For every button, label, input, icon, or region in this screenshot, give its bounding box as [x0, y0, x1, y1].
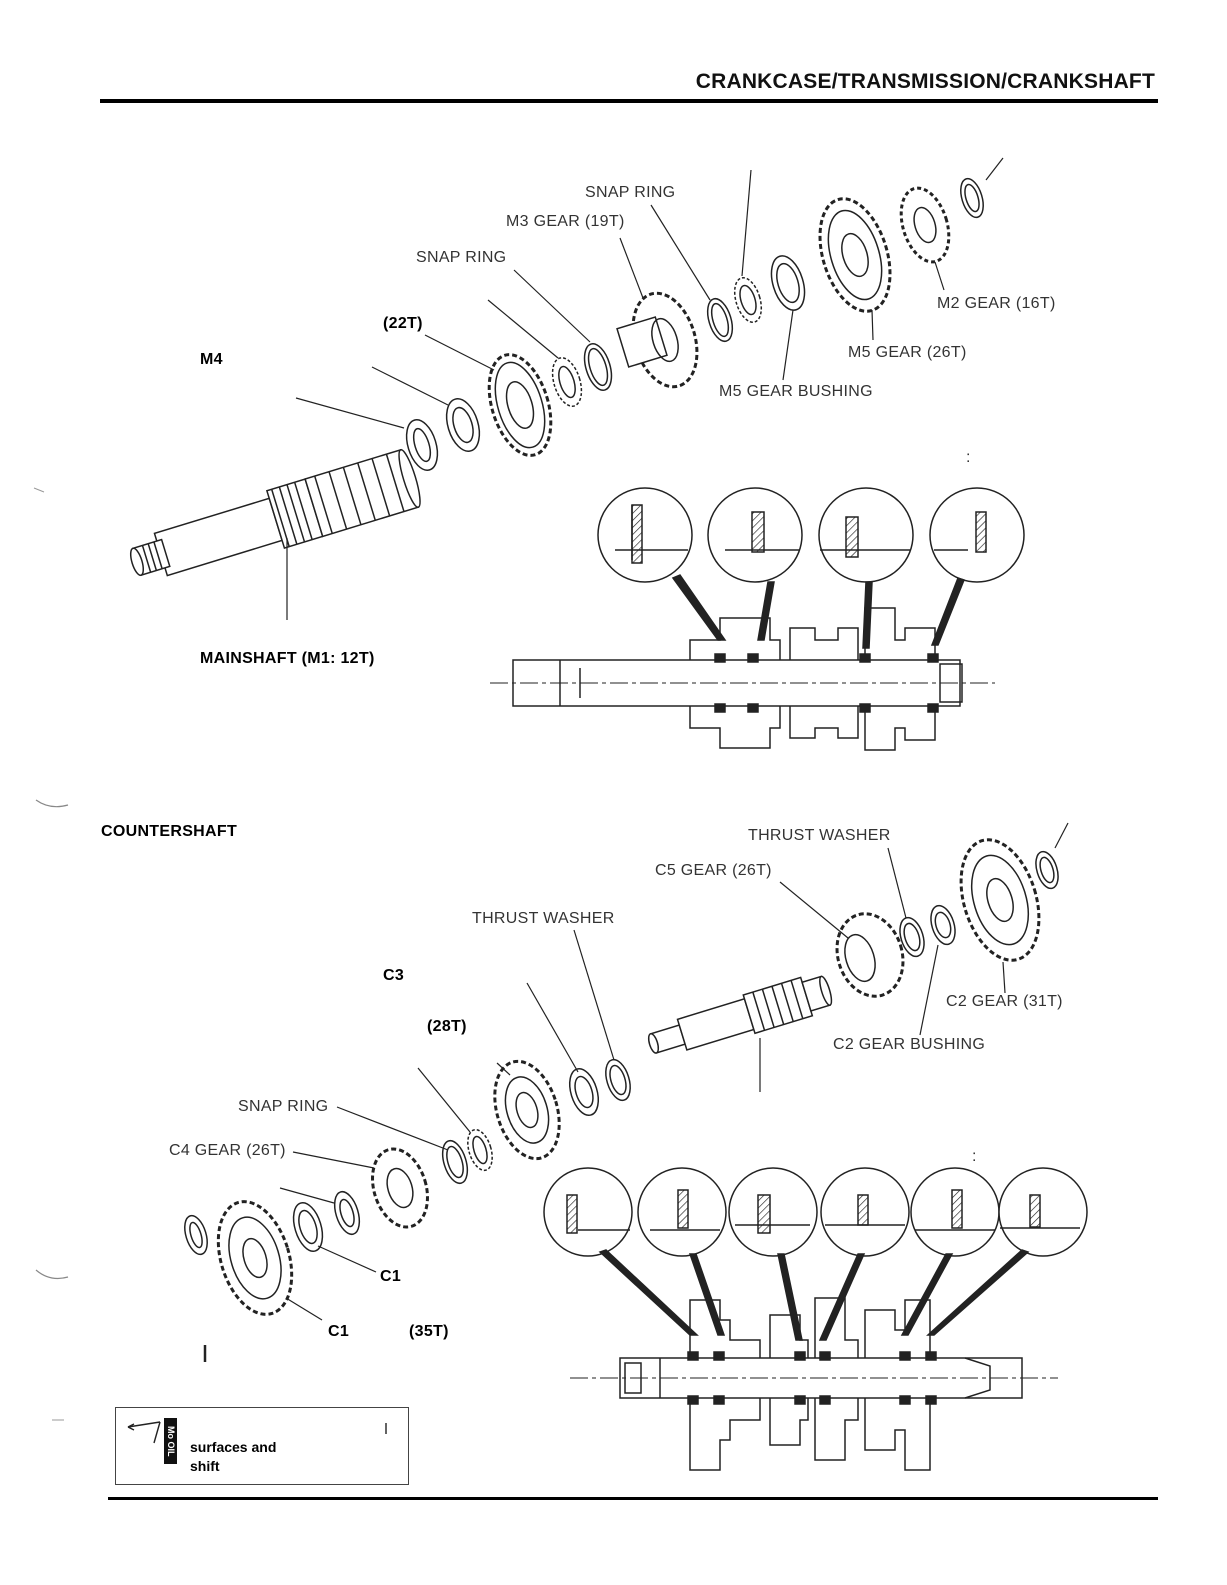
label-thrust-washer-mid: THRUST WASHER — [472, 910, 615, 927]
label-m3-gear: M3 GEAR (19T) — [506, 213, 625, 230]
countershaft-part — [184, 838, 1059, 1316]
label-c3: C3 — [383, 967, 405, 984]
label-c2-bushing: C2 GEAR BUSHING — [833, 1036, 986, 1053]
lubrication-note: Mo OIL surfaces and shift — [115, 1407, 409, 1485]
label-m4: M4 — [200, 351, 223, 368]
page-title: CRANKCASE/TRANSMISSION/CRANKSHAFT — [695, 70, 1155, 93]
countershaft-section-view — [543, 1167, 1088, 1471]
label-c4-gear: C4 GEAR (26T) — [169, 1142, 286, 1159]
label-c5-gear: C5 GEAR (26T) — [655, 862, 772, 879]
label-m4-teeth: (22T) — [383, 315, 423, 332]
label-snap-ring-top: SNAP RING — [585, 184, 676, 201]
mainshaft-section-view — [490, 487, 1025, 751]
label-c1-teeth: (35T) — [409, 1323, 449, 1340]
label-snap-ring: SNAP RING — [238, 1098, 329, 1115]
label-c1: C1 — [328, 1323, 350, 1340]
footer-rule — [108, 1497, 1158, 1500]
label-countershaft-section: COUNTERSHAFT — [101, 823, 238, 840]
header-rule — [100, 99, 1158, 103]
label-thrust-washer-top: THRUST WASHER — [748, 827, 891, 844]
countershaft-leaders — [203, 822, 1069, 1362]
label-mainshaft: MAINSHAFT (M1: 12T) — [200, 650, 375, 667]
label-m2-gear: M2 GEAR (16T) — [937, 295, 1056, 312]
label-c3-teeth: (28T) — [427, 1018, 467, 1035]
mo-oil-icon: Mo OIL — [164, 1418, 177, 1464]
mainshaft-part — [129, 177, 984, 577]
label-snap-ring-left: SNAP RING — [416, 249, 507, 266]
mainshaft-leaders — [286, 157, 1004, 620]
note-line-1: surfaces and — [190, 1439, 277, 1455]
label-mainshaft-colon: : — [966, 449, 971, 466]
label-m5-gear: M5 GEAR (26T) — [848, 344, 967, 361]
label-c1-bushing: C1 — [380, 1268, 402, 1285]
label-c2-gear: C2 GEAR (31T) — [946, 993, 1063, 1010]
note-line-2: shift — [190, 1458, 220, 1474]
mo-oil-icon-text: Mo OIL — [166, 1425, 176, 1457]
label-m5-bushing: M5 GEAR BUSHING — [719, 383, 873, 400]
note-arrow-icon — [127, 1421, 387, 1444]
label-countershaft-colon: : — [972, 1148, 977, 1165]
